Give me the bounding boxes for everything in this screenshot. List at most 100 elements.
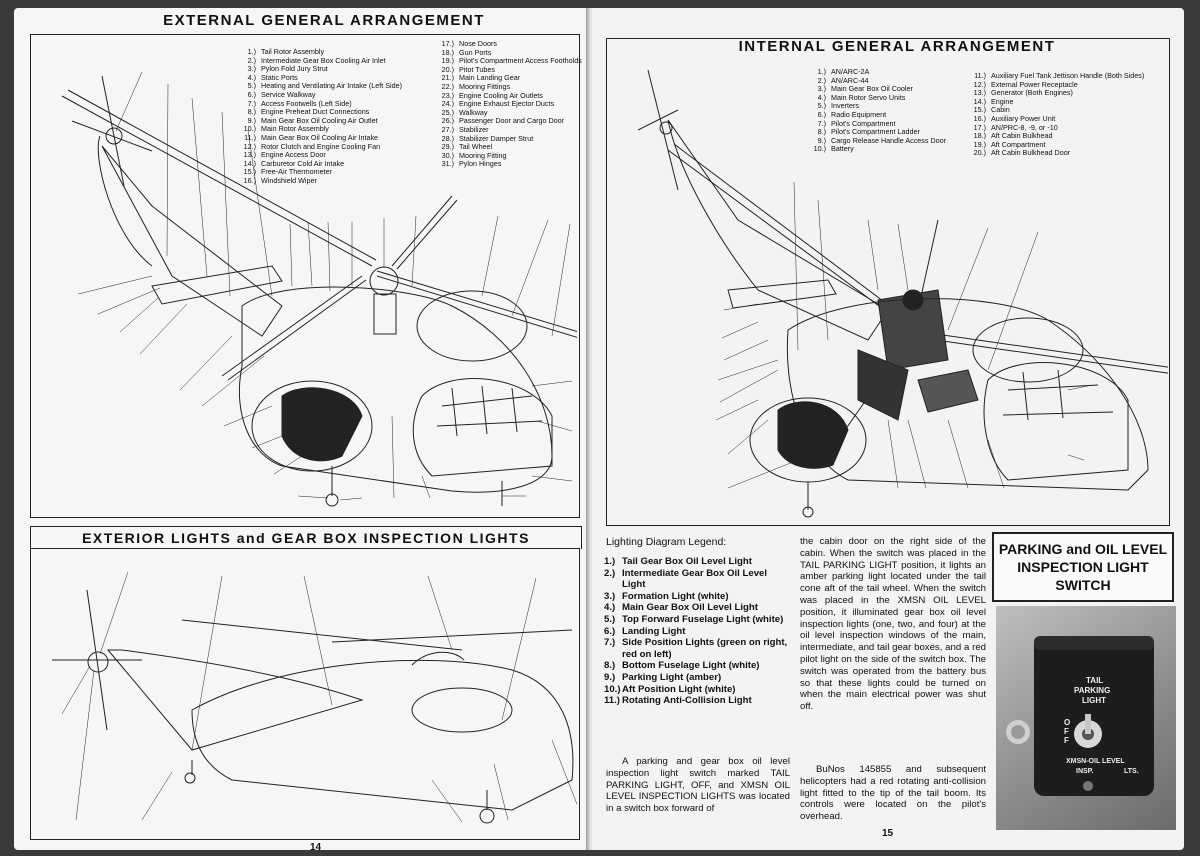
ext-legend-item: 21.)Main Landing Gear: [434, 74, 582, 83]
ext-legend-item-text: Heating and Ventilating Air Intake (Left…: [261, 81, 403, 91]
ext-legend-item-number: 17.): [441, 39, 454, 48]
ext-legend-item-text: Tail Wheel: [459, 142, 493, 152]
int-legend-item-number: 6.): [817, 109, 826, 119]
lighting-item-text: Parking Light (amber): [622, 671, 722, 683]
ext-legend-item-number: 3.): [247, 64, 256, 74]
int-legend-item-text: Main Rotor Servo Units: [831, 92, 906, 102]
ext-legend-item-number: 12.): [243, 141, 256, 151]
lighting-item-text: Tail Gear Box Oil Level Light: [622, 556, 752, 567]
ext-legend-item-text: Main Landing Gear: [459, 73, 521, 83]
ext-legend-item: 24.)Engine Exhaust Ejector Ducts: [434, 100, 582, 109]
ext-legend-item: 18.)Gun Ports: [434, 47, 582, 58]
ext-legend-item: 1.) Tail Rotor Assembly: [236, 47, 402, 57]
ext-legend-item-number: 13.): [243, 150, 256, 160]
ext-legend-item-text: Pylon Hinges: [459, 159, 502, 169]
int-legend-item: 8.)Pilot's Compartment Ladder: [806, 128, 946, 137]
int-legend-item-number: 18.): [973, 131, 986, 141]
int-legend-item-text: Pilot's Compartment: [831, 118, 896, 128]
ext-legend-item-number: 6.): [247, 89, 256, 99]
ext-legend-item-text: Engine Preheat Duct Connections: [261, 107, 370, 117]
int-legend-item: 16.)Auxiliary Power Unit: [966, 114, 1144, 124]
int-legend-item-text: AN/ARC-2A: [831, 67, 870, 76]
lighting-item: 11.)Rotating Anti-Collision Light: [604, 695, 790, 707]
lighting-item: 4.)Main Gear Box Oil Level Light: [604, 602, 790, 614]
int-legend-item-number: 3.): [817, 84, 826, 94]
ext-legend-item: 30.)Mooring Fitting: [434, 150, 582, 161]
int-legend-item-text: Inverters: [831, 101, 859, 111]
lighting-item-number: 7.): [604, 637, 616, 649]
int-legend-item: 6.) Radio Equipment: [806, 109, 946, 120]
ext-lights-title: EXTERIOR LIGHTS and GEAR BOX INSPECTION …: [30, 526, 582, 549]
ext-legend-item-number: 16.): [243, 175, 256, 185]
ext-legend-item-number: 1.): [247, 47, 256, 56]
label-light: LIGHT: [1082, 696, 1106, 705]
ext-legend-item-number: 8.): [247, 107, 256, 117]
int-legend-item-text: External Power Receptacle: [991, 79, 1078, 89]
int-helicopter-drawing: [637, 69, 1168, 518]
int-legend-item: 5.)Inverters: [806, 102, 946, 111]
ext-legend-item-text: Walkway: [459, 107, 488, 117]
ext-legend-item-number: 4.): [247, 72, 256, 82]
ext-legend-item-number: 22.): [441, 81, 454, 91]
int-legend-item: 20.)Aft Cabin Bulkhead Door: [966, 149, 1144, 158]
lighting-item-number: 9.): [604, 671, 616, 683]
ext-legend-item-number: 26.): [441, 116, 454, 126]
lighting-item-number: 3.): [604, 590, 616, 602]
int-legend-item-number: 13.): [973, 88, 986, 98]
lighting-item-text: Bottom Fuselage Light (white): [622, 660, 760, 672]
lighting-item-number: 4.): [604, 602, 616, 614]
lighting-item-text: Landing Light: [622, 625, 686, 637]
ext-legend-item: 14.)Carburetor Cold Air Intake: [236, 158, 402, 169]
ext-legend-item: 11.)Main Gear Box Oil Cooling Air Intake: [236, 133, 402, 143]
int-legend-item-number: 14.): [973, 96, 986, 106]
ext-legend-item-number: 18.): [441, 47, 454, 57]
int-legend-item-text: Main Gear Box Oil Cooler: [831, 84, 913, 94]
int-legend-item-text: Cabin: [991, 105, 1010, 115]
ext-legend-item: 27.)Stabilizer: [434, 124, 582, 135]
ext-legend-item: 15.)Free-Air Thermometer: [236, 168, 402, 177]
ext-legend-item-number: 7.): [247, 98, 256, 108]
lighting-item: 3.)Formation Light (white): [604, 591, 790, 603]
ext-arrangement-frame: [30, 34, 580, 518]
ext-legend-item-text: Rotor Clutch and Engine Cooling Fan: [261, 141, 381, 151]
lighting-item-text: Intermediate Gear Box Oil Level Light: [622, 567, 768, 591]
int-legend-item-number: 7.): [817, 118, 826, 128]
ext-legend-item-text: Carburetor Cold Air Intake: [261, 158, 345, 168]
ext-lights-frame: [30, 548, 580, 840]
lighting-item-number: 1.): [604, 556, 616, 567]
ext-legend-item-text: Pilot's Compartment Access Footholds: [459, 56, 582, 66]
int-legend-item: 12.)External Power Receptacle: [966, 79, 1144, 90]
lighting-legend-heading: Lighting Diagram Legend:: [606, 536, 727, 548]
ext-legend-item-number: 27.): [441, 124, 454, 134]
int-legend-item-number: 11.): [974, 71, 986, 80]
ext-legend-item-text: Mooring Fitting: [459, 150, 507, 160]
int-legend-item-text: Pilot's Compartment Ladder: [831, 127, 920, 137]
int-legend-item-number: 10.): [813, 144, 826, 154]
ext-legend-item-number: 10.): [243, 124, 256, 134]
ext-legend-item-text: Windshield Wiper: [261, 175, 317, 185]
lighting-item: 7.)Side Position Lights (green on right,…: [604, 637, 790, 660]
int-legend-item: 9.)Cargo Release Handle Access Door: [806, 136, 946, 146]
int-legend-col-b: 11.)Auxiliary Fuel Tank Jettison Handle …: [966, 71, 1145, 158]
int-legend-item-text: Generator (Both Engines): [991, 88, 1073, 98]
ext-legend-item: 6.)Service Walkway: [236, 89, 402, 100]
int-legend-item-number: 4.): [817, 92, 826, 102]
ext-legend-item: 2.)Intermediate Gear Box Cooling Air Inl…: [236, 56, 402, 66]
label-tail: TAIL: [1086, 676, 1104, 685]
label-lts: LTS.: [1124, 768, 1139, 775]
ext-legend-item-text: Mooring Fittings: [459, 81, 511, 91]
book-spine: [586, 8, 594, 850]
ext-legend-item-text: Tail Rotor Assembly: [261, 47, 325, 56]
lighting-item: 9.) Parking Light (amber): [604, 672, 790, 684]
int-legend-item: 3.) Main Gear Box Oil Cooler: [806, 85, 946, 94]
lighting-item: 1.) Tail Gear Box Oil Level Light: [604, 556, 790, 568]
int-legend-item-number: 1.): [817, 67, 826, 76]
lighting-item-text: Top Forward Fuselage Light (white): [622, 613, 784, 625]
ext-legend-item: 16.) Windshield Wiper: [236, 175, 402, 186]
ext-legend-item-text: Pylon Fold Jury Strut: [261, 64, 328, 74]
int-legend-item-text: Aft Cabin Bulkhead: [991, 131, 1053, 141]
int-legend-item-text: Radio Equipment: [831, 109, 887, 119]
int-legend-item-number: 2.): [817, 75, 826, 85]
ext-arrangement-title: EXTERNAL GENERAL ARRANGEMENT: [163, 12, 485, 29]
